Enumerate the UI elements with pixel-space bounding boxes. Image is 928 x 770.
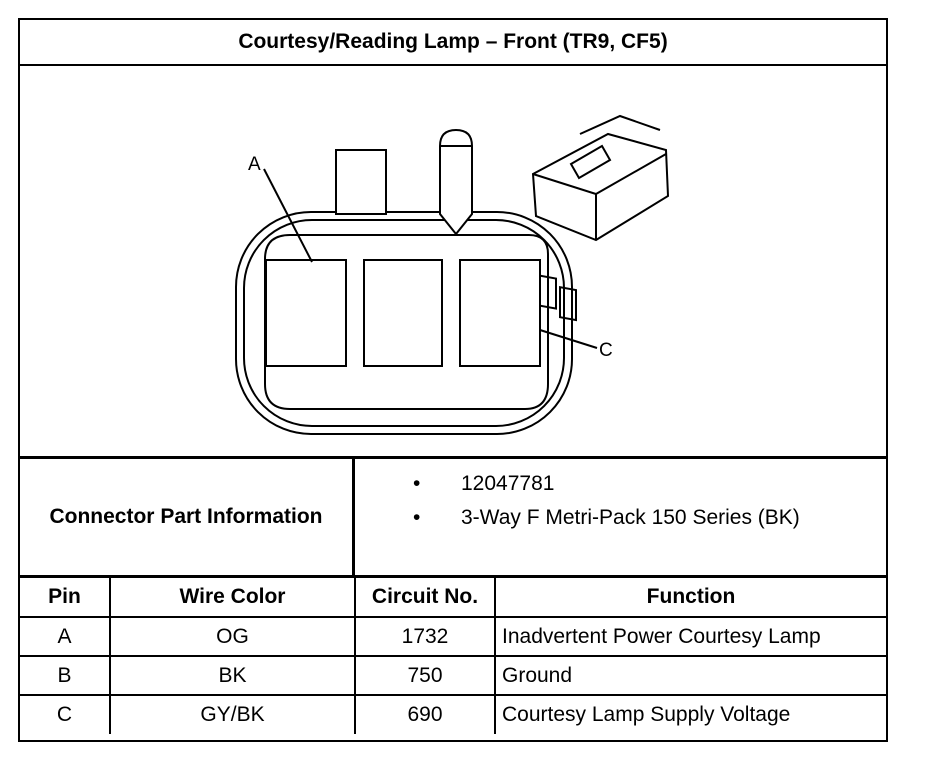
page-title: Courtesy/Reading Lamp – Front (TR9, CF5) xyxy=(20,20,886,66)
header-circuit-no: Circuit No. xyxy=(354,578,496,618)
table-row: C GY/BK 690 Courtesy Lamp Supply Voltage xyxy=(20,694,886,734)
table-header-row: Pin Wire Color Circuit No. Function xyxy=(20,578,886,618)
cell-function: Ground xyxy=(494,655,886,696)
cell-circuit-no: 690 xyxy=(354,694,496,734)
cell-function: Inadvertent Power Courtesy Lamp xyxy=(494,616,886,657)
leader-line-c xyxy=(539,329,598,349)
connector-perspective-icon xyxy=(531,114,670,322)
cell-wire-color: OG xyxy=(109,616,356,657)
leader-line-a xyxy=(263,168,313,263)
bullet-icon: • xyxy=(413,506,421,529)
connector-part-number: 12047781 xyxy=(461,472,555,495)
document-frame: Courtesy/Reading Lamp – Front (TR9, CF5) xyxy=(18,18,888,742)
connector-housing-inner xyxy=(243,219,565,427)
header-wire-color: Wire Color xyxy=(109,578,356,618)
terminal-cavity-c xyxy=(459,259,541,367)
connector-info-item: • 3-Way F Metri-Pack 150 Series (BK) xyxy=(413,506,800,530)
connector-housing-outer xyxy=(235,211,573,435)
connector-info-label: Connector Part Information xyxy=(20,459,355,575)
cell-circuit-no: 750 xyxy=(354,655,496,696)
cell-wire-color: GY/BK xyxy=(109,694,356,734)
table-row: A OG 1732 Inadvertent Power Courtesy Lam… xyxy=(20,616,886,657)
connector-info-item: • 12047781 xyxy=(413,472,554,496)
terminal-cavity-b xyxy=(363,259,443,367)
terminal-cavity-a xyxy=(265,259,347,367)
cell-circuit-no: 1732 xyxy=(354,616,496,657)
bullet-icon: • xyxy=(413,472,421,495)
pin-table: Pin Wire Color Circuit No. Function A OG… xyxy=(20,578,886,734)
connector-info-row: Connector Part Information • 12047781 • 3-… xyxy=(20,456,886,578)
connector-diagram: A C xyxy=(20,64,886,456)
pin-label-c: C xyxy=(599,340,613,361)
header-function: Function xyxy=(494,578,886,618)
cell-pin: A xyxy=(20,616,111,657)
table-row: B BK 750 Ground xyxy=(20,655,886,696)
cell-pin: B xyxy=(20,655,111,696)
header-pin: Pin xyxy=(20,578,111,618)
connector-description: 3-Way F Metri-Pack 150 Series (BK) xyxy=(461,506,800,529)
connector-drawing: A C xyxy=(235,114,670,435)
connector-key-tab xyxy=(335,149,387,215)
cell-function: Courtesy Lamp Supply Voltage xyxy=(494,694,886,734)
cell-wire-color: BK xyxy=(109,655,356,696)
cell-pin: C xyxy=(20,694,111,734)
connector-face xyxy=(264,234,549,410)
pin-label-a: A xyxy=(248,154,261,175)
connector-info-list: • 12047781 • 3-Way F Metri-Pack 150 Series… xyxy=(355,459,886,575)
